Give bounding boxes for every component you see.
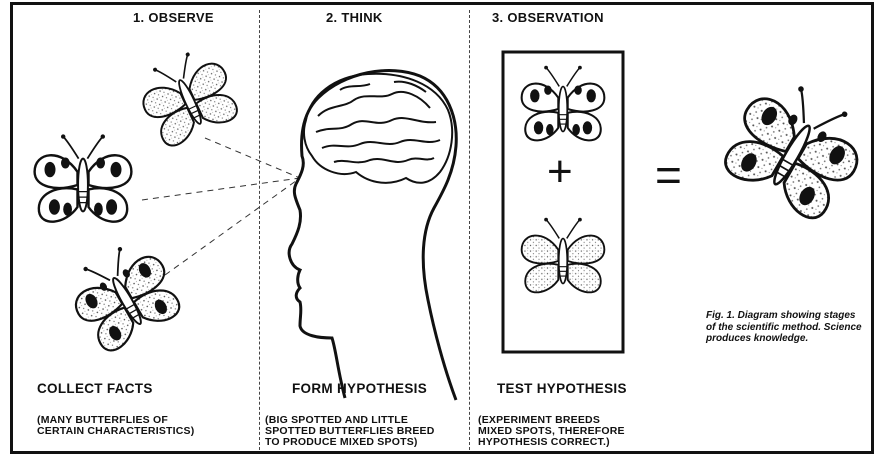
stage-2-note: (BIG SPOTTED AND LITTLE SPOTTED BUTTERFL…	[265, 415, 435, 448]
stage-1-note: (MANY BUTTERFLIES OF CERTAIN CHARACTERIS…	[37, 415, 194, 437]
figure-caption: Fig. 1. Diagram showing stages of the sc…	[706, 310, 866, 345]
stage-1-label: COLLECT FACTS	[37, 381, 153, 396]
stage-3-note: (EXPERIMENT BREEDS MIXED SPOTS, THEREFOR…	[478, 415, 625, 448]
sight-lines	[142, 138, 300, 275]
head-profile-icon	[289, 71, 456, 400]
stage-3-note-line: HYPOTHESIS CORRECT.)	[478, 437, 625, 448]
stage-2-label: FORM HYPOTHESIS	[292, 381, 427, 396]
equals-sign: =	[655, 152, 682, 198]
experiment-butterfly-big-spots-icon	[522, 66, 605, 141]
stage-3-label: TEST HYPOTHESIS	[497, 381, 627, 396]
plus-sign: +	[547, 150, 573, 194]
butterfly-mixed-spots-icon	[60, 233, 187, 357]
stage-2-note-line: TO PRODUCE MIXED SPOTS)	[265, 437, 435, 448]
experiment-butterfly-small-dots-icon	[522, 218, 605, 293]
result-butterfly-icon	[715, 68, 877, 226]
butterfly-big-spots-icon	[35, 134, 132, 221]
butterfly-small-dots-icon	[131, 42, 244, 151]
stage-1-note-line: CERTAIN CHARACTERISTICS)	[37, 426, 194, 437]
